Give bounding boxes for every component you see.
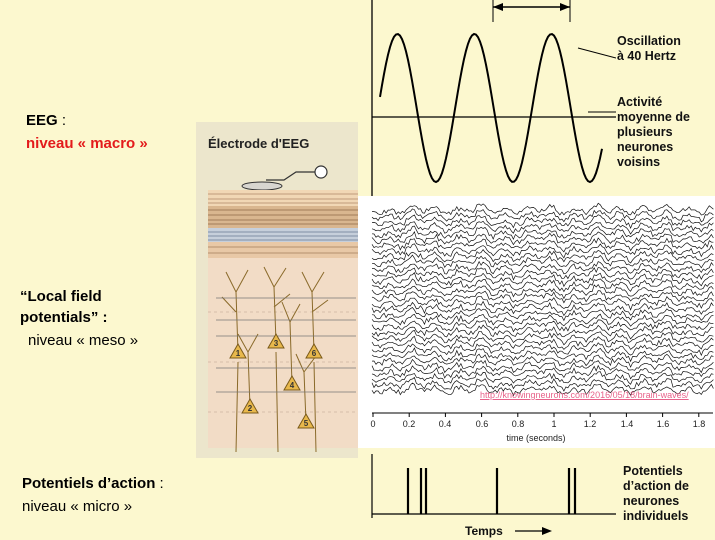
lfp-tick-label: 0: [370, 419, 375, 429]
lfp-trace: [371, 300, 714, 317]
oscillation-plot: [371, 0, 616, 196]
lfp-trace: [371, 353, 714, 368]
neuron-number-3: 3: [274, 339, 279, 348]
oscillation-annotation: Oscillation à 40 Hertz: [617, 34, 681, 64]
lfp-trace: [371, 290, 714, 304]
eeg-colon: :: [57, 112, 67, 129]
time-label: Temps: [465, 524, 503, 538]
lfp-trace: [371, 371, 714, 385]
lfp-tick-label: 1.8: [693, 419, 706, 429]
spikes-level: niveau « micro »: [22, 498, 133, 515]
spikes-colon: :: [155, 475, 164, 492]
lfp-trace: [371, 272, 714, 288]
neuron-number-4: 4: [290, 381, 295, 390]
lfp-trace: [371, 208, 714, 223]
lfp-trace: [371, 243, 714, 259]
spike-train-plot: Temps: [371, 454, 616, 538]
lfp-title-line1: “Local field: [20, 288, 102, 305]
eeg-title: EEG: [26, 112, 58, 129]
lfp-trace: [371, 249, 714, 264]
lfp-trace: [371, 267, 714, 281]
lfp-trace: [371, 330, 714, 346]
oscillation-annotation-line-1: Oscillation: [617, 34, 681, 48]
spikes: [406, 468, 577, 514]
neuron-number-6: 6: [312, 349, 317, 358]
lfp-tick-label: 0.8: [512, 419, 525, 429]
spike-annotation: Potentiels d’action de neurones individu…: [623, 464, 689, 524]
spike-annotation-line-2: d’action de: [623, 479, 689, 493]
spike-annotation-line-4: individuels: [623, 509, 689, 523]
average-activity-line-2: moyenne de: [617, 110, 690, 124]
lfp-trace: [371, 202, 714, 216]
lfp-trace: [371, 382, 714, 397]
spike-annotation-line-3: neurones: [623, 494, 680, 508]
lfp-trace: [371, 376, 714, 392]
lfp-tick-label: 1.2: [584, 419, 597, 429]
lfp-trace: [371, 260, 714, 275]
electrode-label: Électrode d'EEG: [208, 136, 310, 151]
neuron-number-1: 1: [236, 349, 241, 358]
lfp-trace: [371, 295, 714, 311]
lfp-tick-label: 1: [551, 419, 556, 429]
lfp-trace: [371, 342, 714, 357]
source-link[interactable]: http://knowingneurons.com/2016/05/18/bra…: [480, 390, 689, 400]
lfp-trace: [371, 225, 714, 241]
lfp-trace: [371, 230, 714, 246]
cortex-drawing: 1 2 3 4 5 6: [208, 165, 358, 453]
spikes-title: Potentiels d’action: [22, 475, 156, 492]
electrode-illustration: Électrode d'EEG: [196, 122, 358, 458]
lfp-tick-label: 1.6: [657, 419, 670, 429]
lfp-trace: [371, 307, 714, 322]
lfp-trace: [371, 278, 714, 293]
lfp-trace: [371, 324, 714, 340]
lfp-x-axis-label: time (seconds): [506, 433, 565, 443]
spike-annotation-line-1: Potentiels: [623, 464, 683, 478]
average-activity-line-3: plusieurs: [617, 125, 673, 139]
lfp-plot: 0 0.2 0.4 0.6 0.8 1 1.2 1.4 1.6 1.8 time…: [358, 196, 715, 448]
eeg-label: EEG :: [26, 112, 66, 129]
lfp-tick-label: 0.2: [403, 419, 416, 429]
oscillation-annotation-line-2: à 40 Hertz: [617, 49, 677, 63]
lfp-title-line2: potentials” :: [20, 309, 108, 326]
average-activity-line-4: neurones: [617, 140, 674, 154]
spikes-label: Potentiels d’action :: [22, 475, 164, 492]
lfp-tick-label: 0.4: [439, 419, 452, 429]
lfp-trace: [371, 358, 714, 374]
neuron-number-2: 2: [248, 404, 253, 413]
average-activity-annotation: Activité moyenne de plusieurs neurones v…: [617, 95, 690, 170]
eeg-level: niveau « macro »: [26, 135, 148, 152]
lfp-trace: [371, 319, 714, 333]
lfp-traces: [371, 202, 714, 397]
lfp-tick-label: 0.6: [476, 419, 489, 429]
lfp-trace: [371, 284, 714, 300]
lfp-trace: [371, 220, 714, 235]
average-activity-line-1: Activité: [617, 95, 663, 109]
oscillation-wave: [379, 32, 603, 184]
lfp-tick-label: 1.4: [621, 419, 634, 429]
neuron-number-5: 5: [304, 419, 309, 428]
lfp-trace: [371, 237, 714, 253]
lfp-trace: [371, 214, 714, 230]
lfp-trace: [371, 347, 714, 363]
lfp-trace: [371, 335, 714, 350]
lfp-svg: 0 0.2 0.4 0.6 0.8 1 1.2 1.4 1.6 1.8 time…: [370, 202, 714, 443]
lfp-tick-marks: [372, 413, 700, 417]
lfp-trace: [371, 254, 714, 269]
average-activity-line-5: voisins: [617, 155, 661, 169]
lfp-trace: [371, 364, 714, 380]
lfp-trace: [371, 313, 714, 327]
lfp-level: niveau « meso »: [28, 332, 139, 349]
